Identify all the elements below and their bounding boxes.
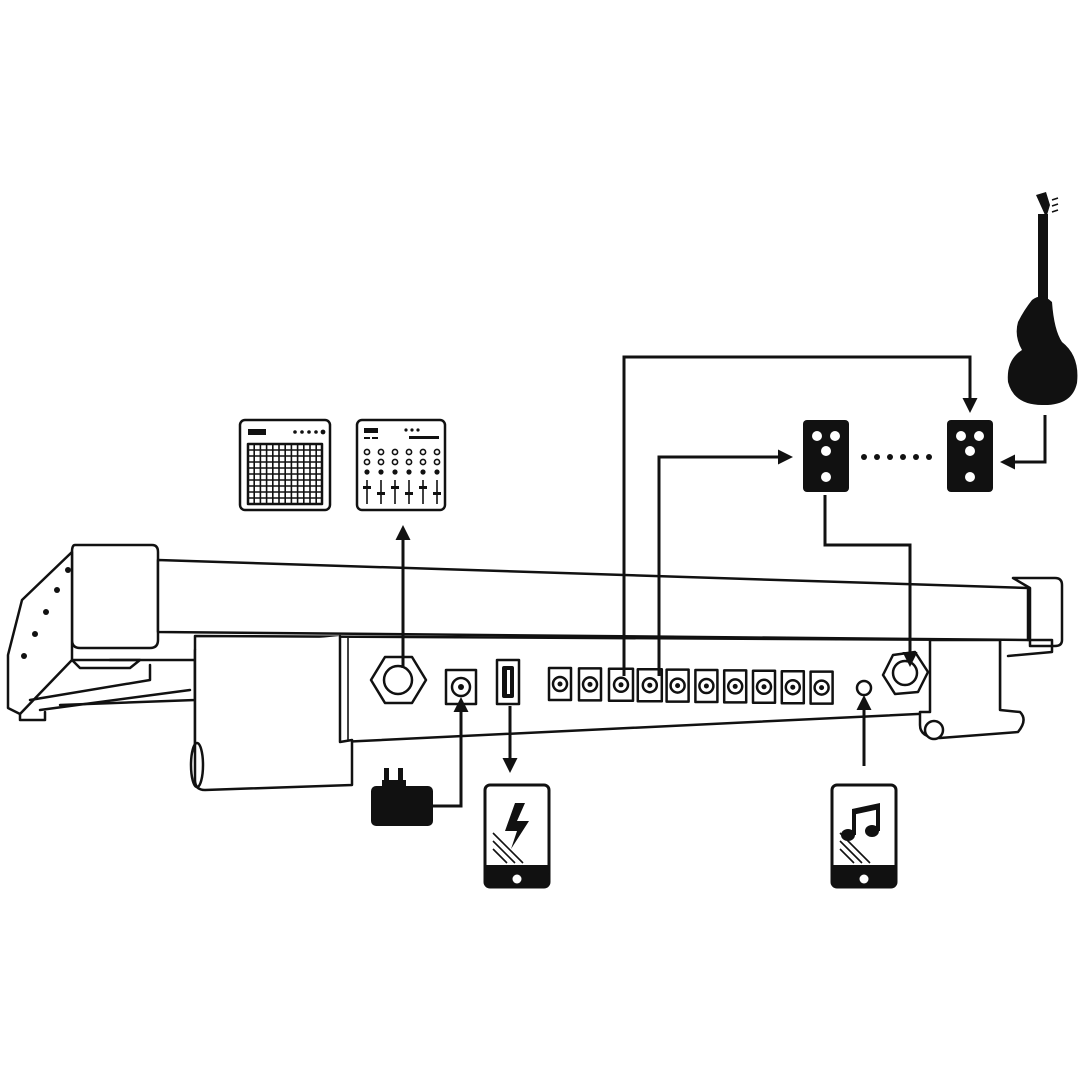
output-jack xyxy=(547,666,573,702)
output-jack xyxy=(577,667,603,702)
electric-guitar-icon xyxy=(1007,192,1078,406)
output-jack xyxy=(809,670,834,705)
mixer-channel xyxy=(363,448,371,504)
power-adapter-icon xyxy=(371,768,433,826)
mixer-channel xyxy=(377,448,385,504)
cable-power xyxy=(433,697,469,808)
effect-pedal-icon xyxy=(947,420,993,492)
mixer-channel xyxy=(405,448,413,504)
output-jack xyxy=(751,669,777,705)
output-jack xyxy=(694,668,719,704)
effect-pedal-icon xyxy=(803,420,849,492)
right-foot xyxy=(918,638,1025,741)
pedal-chain-dots xyxy=(861,454,932,460)
mixer-channel xyxy=(433,448,441,504)
output-jack xyxy=(722,669,748,704)
guitar-amp-icon xyxy=(238,418,332,512)
mixer-channel xyxy=(391,448,399,504)
top-rail xyxy=(156,558,1030,642)
output-jack xyxy=(780,669,806,705)
output-jack xyxy=(636,667,664,703)
aux-indicator xyxy=(855,679,873,697)
phone-charge-icon xyxy=(483,783,551,889)
signal-cables xyxy=(395,355,1047,808)
output-jack xyxy=(607,667,635,703)
cable-out-3 xyxy=(622,355,978,676)
left-foot xyxy=(193,634,354,792)
dc-input-jack xyxy=(444,668,478,706)
lightning-icon xyxy=(505,803,529,849)
usb-port xyxy=(495,658,521,706)
pedalboard xyxy=(6,543,1064,792)
mixer-icon xyxy=(355,418,447,512)
cable-out-4 xyxy=(657,449,793,676)
output-jack xyxy=(665,668,690,703)
mixer-channel xyxy=(419,448,427,504)
amp-output-jack xyxy=(369,655,428,705)
output-jacks xyxy=(547,666,834,705)
cable-guitar xyxy=(1000,415,1047,470)
cable-pedal-return xyxy=(823,495,918,667)
music-note-icon xyxy=(841,803,880,841)
left-end-cap xyxy=(6,543,197,722)
phone-music-icon xyxy=(830,783,898,889)
right-end-cap xyxy=(1006,576,1064,658)
